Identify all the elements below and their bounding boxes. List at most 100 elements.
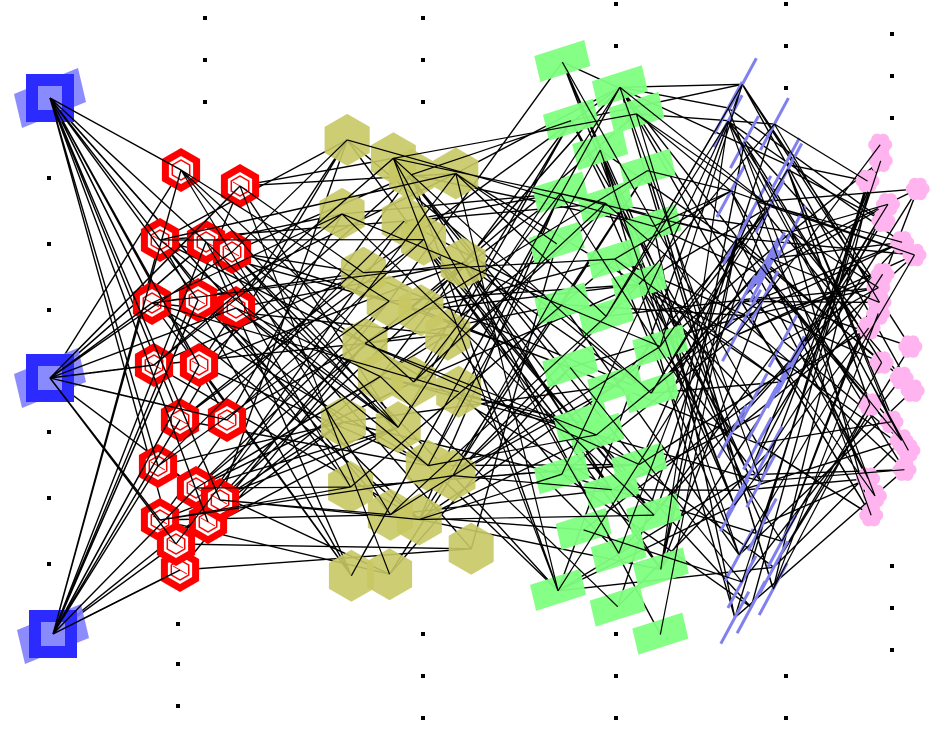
grid-dot: [176, 622, 180, 626]
edge: [49, 97, 209, 523]
layer-5-node: [746, 387, 778, 441]
edge: [736, 273, 883, 336]
edge: [727, 107, 876, 497]
edge: [772, 313, 879, 590]
layer-4-node: [542, 345, 599, 388]
edge: [583, 398, 754, 531]
edge: [413, 193, 561, 383]
edge: [52, 364, 200, 635]
layer-3-node: [324, 113, 370, 166]
edge: [198, 139, 348, 366]
layer-5-node: [746, 497, 778, 552]
layer-6-node: [900, 379, 925, 402]
grid-dot: [890, 606, 894, 610]
edge: [49, 97, 221, 501]
edge: [49, 97, 199, 301]
edge: [231, 251, 366, 345]
dot-grid: [47, 2, 894, 720]
edge: [791, 231, 879, 289]
edge: [404, 192, 561, 222]
edge: [790, 231, 872, 516]
edge: [397, 86, 621, 428]
edge: [153, 157, 394, 366]
grid-dot: [47, 242, 51, 246]
edge: [195, 376, 381, 489]
grid-dot: [784, 2, 788, 6]
edge: [618, 237, 738, 554]
grid-dot: [421, 674, 425, 678]
grid-dot: [890, 564, 894, 568]
layer-4-node: [555, 507, 612, 550]
layer-6-node: [866, 302, 891, 325]
edge: [462, 262, 661, 635]
edge: [180, 169, 399, 428]
edge: [746, 241, 903, 317]
edge: [52, 241, 207, 635]
edge: [638, 123, 775, 285]
layer-4-node: [577, 181, 634, 224]
layer-3-node: [320, 396, 366, 449]
edge: [599, 149, 740, 556]
layer-3-node: [328, 549, 374, 602]
edge: [52, 299, 199, 635]
edge: [604, 202, 791, 363]
edge: [569, 367, 743, 583]
edge: [379, 243, 558, 378]
edge: [452, 475, 612, 491]
layer-6-node: [869, 351, 894, 374]
edge: [605, 83, 743, 317]
edge: [455, 173, 558, 245]
edge: [741, 300, 880, 304]
edge: [180, 169, 415, 383]
grid-dot: [203, 100, 207, 104]
edge: [750, 180, 869, 608]
edge: [738, 254, 916, 556]
layer-6-node: [892, 458, 917, 481]
grid-dot: [614, 2, 618, 6]
edge: [49, 185, 241, 379]
edge: [570, 120, 750, 476]
edge: [49, 97, 181, 571]
edge: [614, 258, 740, 556]
layer-6-node: [859, 504, 884, 527]
edge: [647, 170, 732, 192]
edge: [756, 188, 919, 444]
edge: [413, 283, 640, 383]
layer-4-node: [619, 148, 676, 191]
grid-dot: [203, 58, 207, 62]
grid-dot: [784, 44, 788, 48]
edge: [159, 239, 366, 345]
layer-4-node: [543, 98, 600, 141]
grid-dot: [784, 86, 788, 90]
layer-3-node: [425, 308, 471, 361]
grid-dot: [421, 716, 425, 720]
edge: [659, 237, 738, 347]
edge: [389, 315, 607, 516]
edge: [198, 174, 412, 366]
edge: [226, 239, 424, 421]
grid-dot: [614, 632, 618, 636]
edge: [605, 202, 792, 233]
edge: [49, 97, 237, 309]
edge: [427, 149, 601, 466]
edge: [741, 83, 914, 392]
edge: [653, 340, 784, 516]
edge: [341, 213, 661, 348]
edge: [235, 307, 429, 467]
edge: [650, 206, 771, 394]
edge: [235, 307, 399, 428]
node-layer: [14, 40, 930, 664]
edge: [159, 174, 413, 521]
edge: [49, 97, 161, 241]
edge: [205, 241, 399, 428]
edge: [49, 97, 159, 467]
edge: [735, 144, 881, 336]
edge: [770, 257, 880, 303]
edge: [347, 139, 654, 227]
edge: [52, 419, 181, 635]
edge: [733, 327, 870, 506]
edge: [756, 188, 918, 203]
edge: [420, 283, 640, 312]
layer-4-node: [591, 65, 648, 108]
edge: [452, 202, 606, 476]
